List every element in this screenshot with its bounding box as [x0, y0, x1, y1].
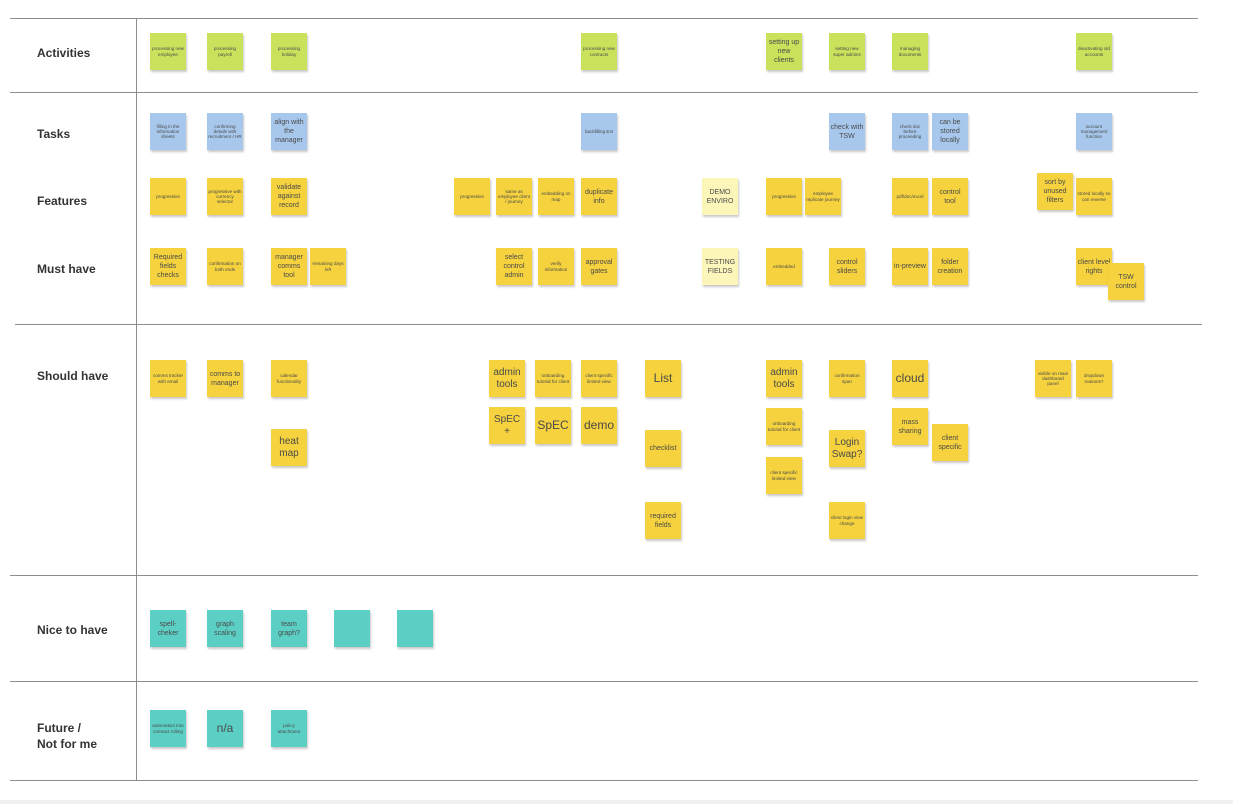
sticky-note-activity[interactable]: managing documents — [892, 33, 928, 70]
sticky-note-feature[interactable]: DEMO ENVIRO — [702, 178, 738, 215]
row-label-future: Future / Not for me — [37, 721, 97, 751]
sticky-note-must-have[interactable]: in-preview — [892, 248, 928, 285]
sticky-note-must-have[interactable]: folder creation — [932, 248, 968, 285]
sticky-note-feature[interactable]: progressive — [150, 178, 186, 215]
sticky-note-feature[interactable]: progressive with currency selector — [207, 178, 243, 215]
sticky-note-should-have[interactable]: client specific limited view — [581, 360, 617, 397]
sticky-note-task[interactable]: backfilling Ext — [581, 113, 617, 150]
sticky-note-activity[interactable]: processing payroll — [207, 33, 243, 70]
sticky-note-feature[interactable]: pdf/doc/excel — [892, 178, 928, 215]
row-label-activities: Activities — [37, 46, 91, 60]
sticky-note-must-have[interactable]: select control admin — [496, 248, 532, 285]
sticky-note-task[interactable]: check doc before proceeding — [892, 113, 928, 150]
sticky-note-must-have[interactable]: client level rights — [1076, 248, 1112, 285]
sticky-note-nice-to-have[interactable] — [397, 610, 433, 647]
sticky-note-task[interactable]: account management function — [1076, 113, 1112, 150]
sticky-note-future[interactable]: automation into contract rolling — [150, 710, 186, 747]
sticky-note-should-have[interactable]: visible on main dashboard panel — [1035, 360, 1071, 397]
sticky-note-should-have[interactable]: demo — [581, 407, 617, 444]
sticky-note-feature[interactable]: sort by unused filters — [1037, 173, 1073, 210]
sticky-note-activity[interactable]: processing new contracts — [581, 33, 617, 70]
sticky-note-must-have[interactable]: confirmation on both ends — [207, 248, 243, 285]
sticky-note-should-have[interactable]: onboarding tutorial for client — [766, 408, 802, 445]
divider-top — [10, 18, 1198, 19]
sticky-note-should-have[interactable]: SpEC + — [489, 407, 525, 444]
sticky-note-task[interactable]: confirming details with recruitment / HR — [207, 113, 243, 150]
sticky-note-feature[interactable]: validate against record — [271, 178, 307, 215]
sticky-note-must-have[interactable]: manager comms tool — [271, 248, 307, 285]
sticky-note-should-have[interactable]: admin tools — [489, 360, 525, 397]
sticky-note-feature[interactable]: duplicate info — [581, 178, 617, 215]
sticky-note-nice-to-have[interactable] — [334, 610, 370, 647]
sticky-note-activity[interactable]: setting new super admins — [829, 33, 865, 70]
sticky-note-feature[interactable]: stored locally so can reverse — [1076, 178, 1112, 215]
sticky-note-task[interactable]: align with the manager — [271, 113, 307, 150]
sticky-note-feature[interactable]: embedding on map — [538, 178, 574, 215]
sticky-note-must-have[interactable]: TESTING FIELDS — [702, 248, 738, 285]
sticky-note-should-have[interactable]: List — [645, 360, 681, 397]
sticky-note-should-have[interactable]: admin tools — [766, 360, 802, 397]
divider-activities — [10, 92, 1198, 93]
sticky-note-should-have[interactable]: heat map — [271, 429, 307, 466]
sticky-note-feature[interactable]: same as employee client / journey — [496, 178, 532, 215]
divider-must-have — [15, 324, 1202, 325]
sticky-note-should-have[interactable]: required fields — [645, 502, 681, 539]
label-column-divider — [136, 18, 137, 780]
sticky-note-should-have[interactable]: client specific — [932, 424, 968, 461]
sticky-note-should-have[interactable]: calendar functionality — [271, 360, 307, 397]
sticky-note-must-have[interactable]: approval gates — [581, 248, 617, 285]
sticky-note-nice-to-have[interactable]: graph scaling — [207, 610, 243, 647]
sticky-note-task[interactable]: check with TSW — [829, 113, 865, 150]
sticky-note-must-have[interactable]: control sliders — [829, 248, 865, 285]
row-label-must-have: Must have — [37, 262, 96, 276]
sticky-note-should-have[interactable]: cloud — [892, 360, 928, 397]
sticky-note-should-have[interactable]: Login Swap? — [829, 430, 865, 467]
sticky-note-activity[interactable]: setting up new clients — [766, 33, 802, 70]
sticky-note-feature[interactable]: control tool — [932, 178, 968, 215]
sticky-note-should-have[interactable]: confirmation span — [829, 360, 865, 397]
sticky-note-must-have[interactable]: TSW control — [1108, 263, 1144, 300]
sticky-note-activity[interactable]: deactivating old accounts — [1076, 33, 1112, 70]
divider-should-have — [10, 575, 1198, 576]
sticky-note-should-have[interactable]: comms tracker with email — [150, 360, 186, 397]
sticky-note-feature[interactable]: progressive — [766, 178, 802, 215]
sticky-note-should-have[interactable]: client login view change — [829, 502, 865, 539]
sticky-note-nice-to-have[interactable]: spell-cheker — [150, 610, 186, 647]
sticky-note-activity[interactable]: processing holiday — [271, 33, 307, 70]
divider-nice-to-have — [10, 681, 1198, 682]
row-label-should-have: Should have — [37, 369, 109, 383]
sticky-note-task[interactable]: can be stored locally — [932, 113, 968, 150]
sticky-note-should-have[interactable]: mass sharing — [892, 408, 928, 445]
sticky-note-feature[interactable]: employee replicate journey — [805, 178, 841, 215]
row-label-features: Features — [37, 194, 88, 208]
sticky-note-must-have[interactable]: embedded — [766, 248, 802, 285]
sticky-note-should-have[interactable]: checklist — [645, 430, 681, 467]
divider-bottom — [10, 780, 1198, 781]
sticky-note-should-have[interactable]: client specific limited view — [766, 457, 802, 494]
sticky-note-nice-to-have[interactable]: team graph? — [271, 610, 307, 647]
sticky-note-must-have[interactable]: verify information — [538, 248, 574, 285]
sticky-note-activity[interactable]: processing new employee — [150, 33, 186, 70]
sticky-note-task[interactable]: filling in the information sheets — [150, 113, 186, 150]
row-label-tasks: Tasks — [37, 127, 71, 141]
sticky-note-should-have[interactable]: comms to manager — [207, 360, 243, 397]
row-label-nice-to-have: Nice to have — [37, 623, 108, 637]
bottom-strip — [0, 800, 1233, 804]
sticky-note-must-have[interactable]: remaining days left — [310, 248, 346, 285]
sticky-note-future[interactable]: policy attachment — [271, 710, 307, 747]
sticky-note-must-have[interactable]: Required fields checks — [150, 248, 186, 285]
sticky-note-should-have[interactable]: dropdown reasons? — [1076, 360, 1112, 397]
sticky-note-feature[interactable]: progressive — [454, 178, 490, 215]
sticky-note-future[interactable]: n/a — [207, 710, 243, 747]
sticky-note-should-have[interactable]: onboarding tutorial for client — [535, 360, 571, 397]
sticky-note-should-have[interactable]: SpEC — [535, 407, 571, 444]
